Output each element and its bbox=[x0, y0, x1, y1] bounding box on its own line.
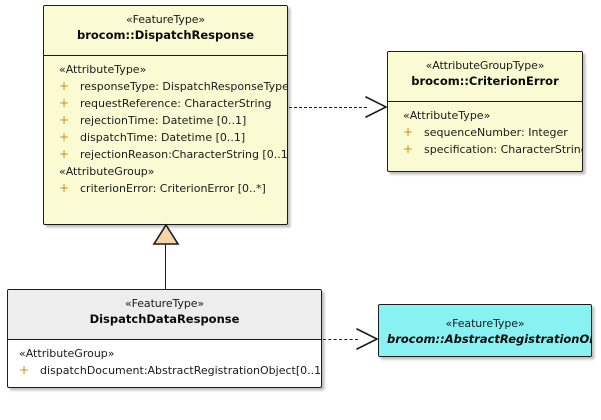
stereotype-label: «FeatureType» bbox=[445, 316, 525, 330]
attribute-row[interactable]: + criterionError: CriterionError [0..*] bbox=[48, 180, 283, 197]
visibility-marker: + bbox=[59, 130, 70, 144]
attribute-row[interactable]: + requestReference: CharacterString bbox=[48, 95, 283, 112]
hollow-triangle-arrowhead-icon bbox=[152, 223, 180, 245]
visibility-marker: + bbox=[59, 181, 70, 195]
attribute-row[interactable]: + specification: CharacterString bbox=[392, 141, 582, 158]
attribute-group-label: «AttributeType» bbox=[59, 63, 147, 76]
visibility-marker: + bbox=[19, 363, 30, 377]
dependency-line-dispatchdataresponse-abstractregistrationobject[interactable] bbox=[323, 339, 358, 340]
attribute-row[interactable]: + responseType: DispatchResponseType bbox=[48, 78, 287, 95]
attribute-text: sequenceNumber: Integer bbox=[424, 126, 568, 139]
visibility-marker: + bbox=[403, 125, 414, 139]
attribute-text: dispatchDocument:AbstractRegistrationObj… bbox=[40, 364, 322, 377]
class-header-abstract-registration-object: «FeatureType» brocom::AbstractRegistrati… bbox=[379, 305, 591, 356]
attribute-text: criterionError: CriterionError [0..*] bbox=[80, 182, 266, 195]
attribute-text: responseType: DispatchResponseType bbox=[80, 80, 288, 93]
generalization-line-dispatchdataresponse-dispatchresponse[interactable] bbox=[165, 243, 166, 290]
class-box-dispatch-data-response[interactable]: «FeatureType» DispatchDataResponse «Attr… bbox=[7, 289, 322, 388]
class-name-label: brocom::CriterionError bbox=[411, 74, 559, 88]
attribute-text: rejectionTime: Datetime [0..1] bbox=[80, 114, 247, 127]
attribute-text: dispatchTime: Datetime [0..1] bbox=[80, 131, 246, 144]
visibility-marker: + bbox=[59, 147, 70, 161]
stereotype-label: «FeatureType» bbox=[126, 13, 205, 26]
class-header-dispatch-data-response: «FeatureType» DispatchDataResponse bbox=[8, 290, 321, 340]
class-body-dispatch-data-response: «AttributeGroup» + dispatchDocument:Abst… bbox=[8, 340, 321, 385]
stereotype-label: «FeatureType» bbox=[125, 297, 204, 310]
attribute-text: requestReference: CharacterString bbox=[80, 97, 272, 110]
attribute-row[interactable]: + dispatchDocument:AbstractRegistrationO… bbox=[8, 362, 321, 379]
class-header-criterion-error: «AttributeGroupType» brocom::CriterionEr… bbox=[388, 52, 582, 102]
attribute-group-label: «AttributeGroup» bbox=[59, 165, 155, 178]
class-body-criterion-error: «AttributeType» + sequenceNumber: Intege… bbox=[388, 102, 582, 164]
visibility-marker: + bbox=[403, 142, 414, 156]
attribute-row[interactable]: + dispatchTime: Datetime [0..1] bbox=[48, 129, 283, 146]
attribute-text: specification: CharacterString bbox=[424, 143, 583, 156]
class-name-label: brocom::AbstractRegistrationObject bbox=[387, 331, 591, 346]
class-box-criterion-error[interactable]: «AttributeGroupType» brocom::CriterionEr… bbox=[387, 51, 583, 172]
dependency-line-dispatchresponse-criterionerror[interactable] bbox=[289, 107, 367, 108]
open-arrowhead-icon bbox=[365, 96, 388, 118]
attribute-row[interactable]: + sequenceNumber: Integer bbox=[392, 124, 578, 141]
attribute-text: rejectionReason:CharacterString [0..1] bbox=[80, 148, 288, 161]
class-box-dispatch-response[interactable]: «FeatureType» brocom::DispatchResponse «… bbox=[43, 5, 288, 225]
attribute-group-label: «AttributeType» bbox=[403, 109, 491, 122]
class-name-label: brocom::DispatchResponse bbox=[77, 28, 254, 42]
class-name-label: DispatchDataResponse bbox=[89, 312, 240, 326]
visibility-marker: + bbox=[59, 79, 70, 93]
open-arrowhead-icon bbox=[356, 328, 379, 350]
stereotype-label: «AttributeGroupType» bbox=[425, 59, 545, 72]
attribute-row[interactable]: + rejectionTime: Datetime [0..1] bbox=[48, 112, 283, 129]
class-header-dispatch-response: «FeatureType» brocom::DispatchResponse bbox=[44, 6, 287, 56]
class-body-dispatch-response: «AttributeType» + responseType: Dispatch… bbox=[44, 56, 287, 203]
attribute-row[interactable]: + rejectionReason:CharacterString [0..1] bbox=[48, 146, 287, 163]
class-box-abstract-registration-object[interactable]: «FeatureType» brocom::AbstractRegistrati… bbox=[378, 304, 592, 357]
visibility-marker: + bbox=[59, 96, 70, 110]
visibility-marker: + bbox=[59, 113, 70, 127]
attribute-group-label: «AttributeGroup» bbox=[19, 347, 115, 360]
